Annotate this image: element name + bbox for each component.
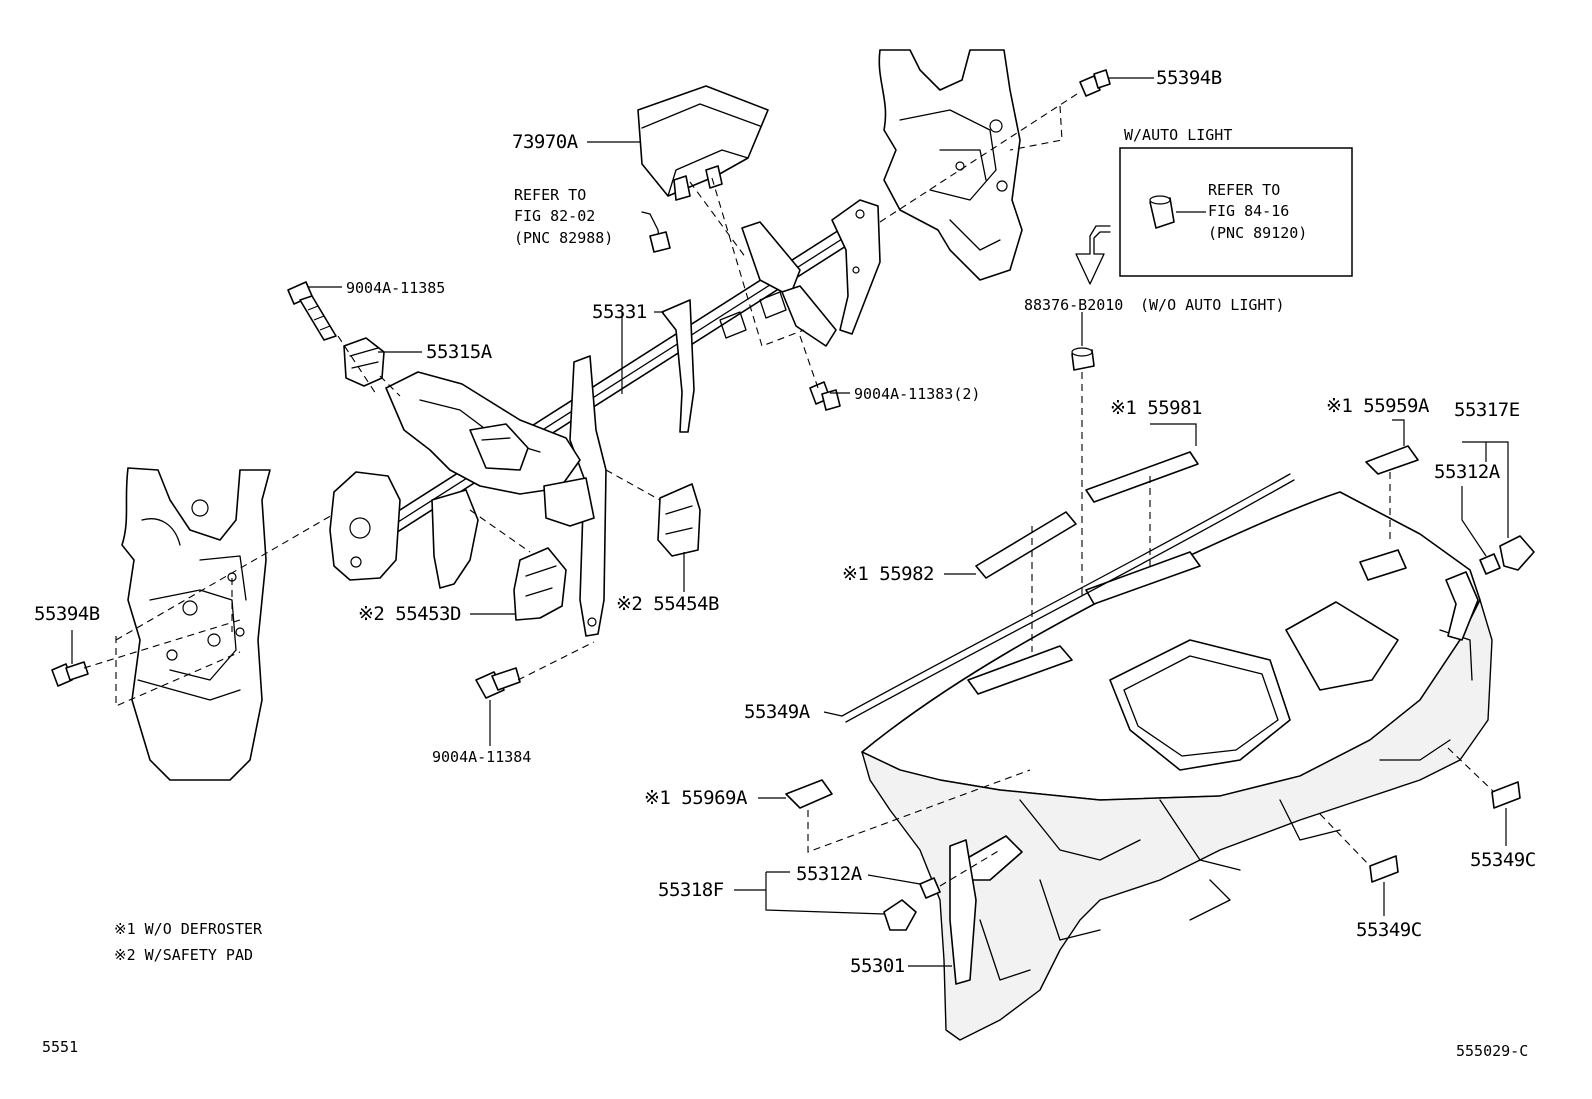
- clip-55315a: [343, 337, 385, 387]
- clip-55312a-right: [1479, 553, 1501, 575]
- part-labels: 73970A REFER TO FIG 82-02 (PNC 82988) 90…: [34, 67, 1536, 977]
- label-55394b-left: 55394B: [34, 603, 100, 625]
- bolt-55394b-top: [1079, 69, 1111, 97]
- garnish-55982: [975, 511, 1077, 579]
- bolt-9004a-11385: [287, 281, 337, 341]
- label-w-auto-light: W/AUTO LIGHT: [1124, 126, 1232, 144]
- legend-note-1: ※1 W/O DEFROSTER: [114, 920, 263, 938]
- garnish-55981: [1085, 451, 1199, 503]
- connector-82988: [641, 211, 671, 253]
- page-number: 5551: [42, 1038, 78, 1056]
- label-9004a-11384: 9004A-11384: [432, 748, 531, 766]
- molding-55349a: [841, 473, 1295, 723]
- label-refer-82-line2: FIG 82-02: [514, 207, 595, 225]
- label-9004a-11383: 9004A-11383(2): [854, 385, 980, 403]
- clip-55312a-bottom: [919, 877, 941, 899]
- instrument-panel-55301: [861, 491, 1493, 1041]
- assembly-dashed-lines: [83, 91, 1495, 887]
- label-55959a: ※1 55959A: [1326, 395, 1430, 417]
- leader-lines: [71, 77, 1509, 967]
- label-55301: 55301: [850, 955, 905, 977]
- label-55331: 55331: [592, 301, 647, 323]
- pad-55349c-right: [1491, 781, 1521, 809]
- auto-light-inset-box: [1075, 147, 1353, 285]
- label-55349a: 55349A: [744, 701, 811, 723]
- label-55312a-right: 55312A: [1434, 461, 1501, 483]
- footer: 5551 555029-C: [42, 1038, 1528, 1060]
- label-55317e: 55317E: [1454, 399, 1520, 421]
- figure-code: 555029-C: [1456, 1042, 1528, 1060]
- label-55349c-bottom: 55349C: [1356, 919, 1422, 941]
- label-73970a: 73970A: [512, 131, 579, 153]
- label-refer-82-line3: (PNC 82988): [514, 229, 613, 247]
- pad-55349c-bottom: [1369, 855, 1399, 883]
- label-55982: ※1 55982: [842, 563, 934, 585]
- safety-pad-55453d: [513, 547, 567, 621]
- legend: ※1 W/O DEFROSTER ※2 W/SAFETY PAD: [114, 920, 263, 964]
- label-55981: ※1 55981: [1110, 397, 1202, 419]
- label-55454b: ※2 55454B: [616, 593, 719, 615]
- bolt-55394b-left: [51, 661, 89, 687]
- label-88376-note: (W/O AUTO LIGHT): [1140, 296, 1285, 314]
- label-refer-84-line2: FIG 84-16: [1208, 202, 1289, 220]
- label-9004a-11385: 9004A-11385: [346, 279, 445, 297]
- label-55969a: ※1 55969A: [644, 787, 748, 809]
- bolt-9004a-11384: [475, 667, 521, 699]
- instrument-panel-reinforcement-55331: [329, 199, 881, 637]
- label-refer-84-line1: REFER TO: [1208, 181, 1280, 199]
- label-55453d: ※2 55453D: [358, 603, 461, 625]
- cover-55969a: [785, 779, 833, 809]
- label-55394b-top: 55394B: [1156, 67, 1222, 89]
- bolt-9004a-11383: [809, 381, 841, 411]
- label-refer-84-line3: (PNC 89120): [1208, 224, 1307, 242]
- side-cover-55318f: [883, 899, 917, 931]
- right-body-pillar: [878, 49, 1023, 281]
- label-55318f: 55318F: [658, 879, 724, 901]
- legend-note-2: ※2 W/SAFETY PAD: [114, 946, 253, 964]
- label-55312a-bottom: 55312A: [796, 863, 863, 885]
- side-cover-55317e: [1499, 535, 1535, 571]
- label-refer-82-line1: REFER TO: [514, 186, 586, 204]
- cover-55959a: [1365, 445, 1419, 475]
- plug-88376-b2010: [1071, 347, 1095, 371]
- airbag-73970a: [637, 85, 769, 201]
- label-55315a: 55315A: [426, 341, 493, 363]
- label-88376-b2010: 88376-B2010: [1024, 296, 1123, 314]
- label-55349c-right: 55349C: [1470, 849, 1536, 871]
- safety-pad-55454b: [657, 483, 701, 557]
- left-body-pillar: [121, 467, 271, 781]
